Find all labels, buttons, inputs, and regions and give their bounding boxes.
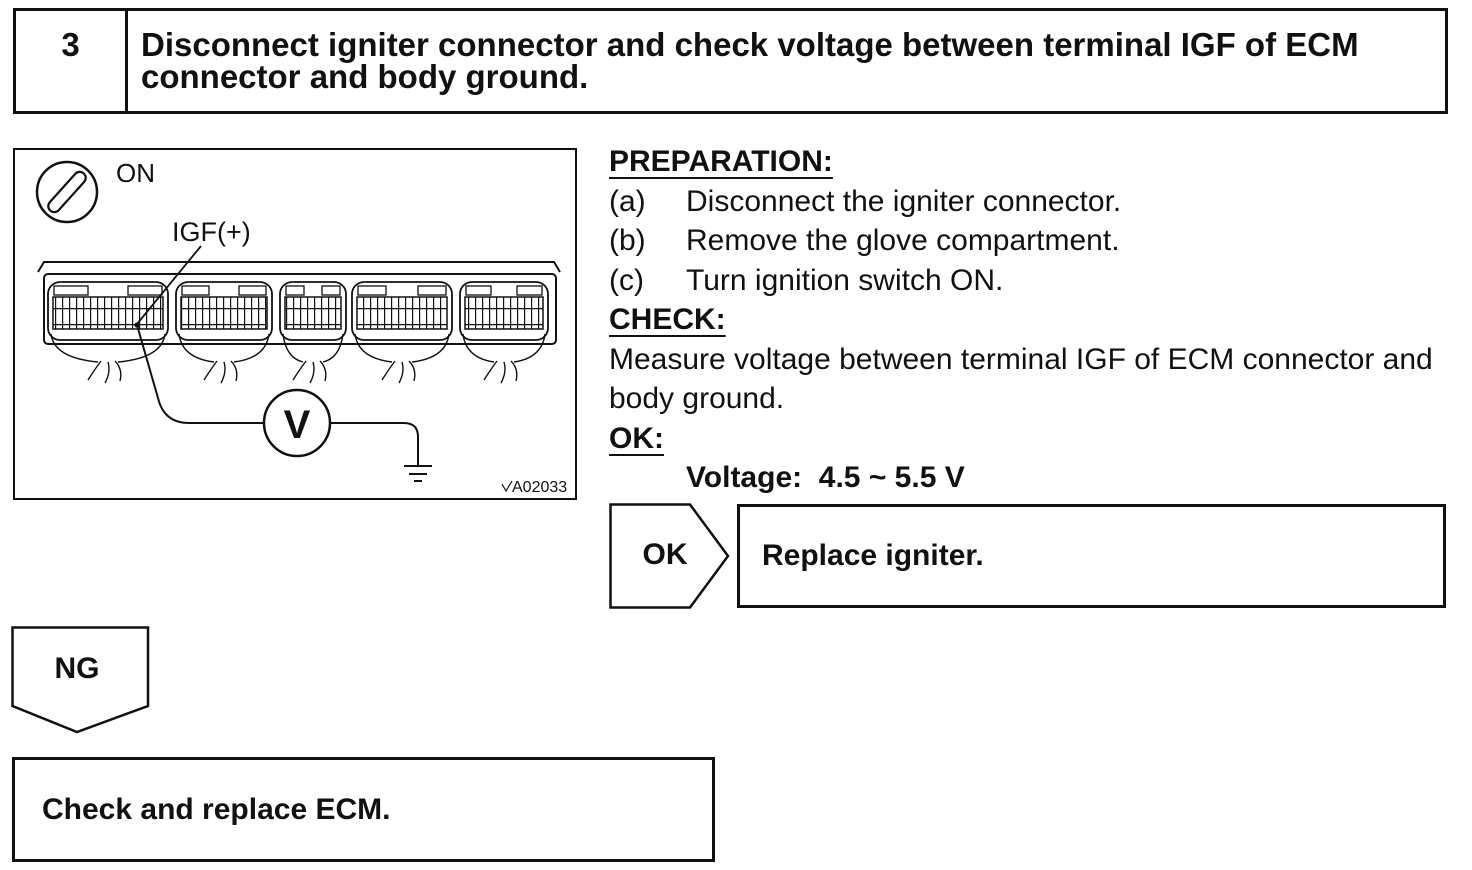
- meter-positive-lead: [136, 324, 264, 424]
- wire-harness: [462, 333, 546, 384]
- step-number: 3: [16, 11, 128, 111]
- ok-criteria-section: OK:: [609, 419, 1454, 459]
- preparation-heading: PREPARATION:: [609, 145, 833, 178]
- step-item-text: Disconnect the igniter connector.: [686, 184, 1122, 218]
- wire-harness: [354, 333, 450, 384]
- connector-block: [351, 281, 453, 384]
- pin-grid: [180, 296, 268, 330]
- key-slot: [47, 170, 87, 214]
- connector-block: [279, 281, 347, 384]
- check-instruction: Measure voltage between terminal IGF of …: [609, 342, 1433, 416]
- pin-grid: [284, 296, 342, 330]
- arrow-shape: [11, 626, 150, 734]
- arrow-shape: [609, 503, 730, 609]
- block-tab: [516, 285, 543, 296]
- pin-grid: [464, 296, 544, 330]
- ignition-key-icon: [35, 160, 99, 224]
- check-section: CHECK:: [609, 300, 1454, 340]
- figure-code: A02033: [512, 479, 567, 496]
- ok-action-text: Replace igniter.: [762, 539, 984, 572]
- ng-branch-label: NG: [54, 652, 100, 685]
- ok-criteria-heading: OK:: [609, 421, 664, 455]
- block-tab: [181, 285, 210, 296]
- step-item-text: Turn ignition switch ON.: [686, 263, 1004, 297]
- right-arrow-icon: [609, 503, 730, 609]
- step-item-label: (a): [609, 184, 646, 218]
- voltmeter-icon: [136, 324, 419, 466]
- block-outline: [175, 281, 273, 341]
- connector-housing: [43, 273, 557, 345]
- preparation-step: (b) Remove the glove compartment.: [609, 221, 1454, 261]
- ok-action-box: Replace igniter.: [737, 504, 1446, 608]
- connector-block: [175, 281, 273, 384]
- meter-symbol: V: [284, 403, 311, 447]
- block-tab: [321, 285, 341, 296]
- ok-branch-label: OK: [642, 538, 688, 571]
- key-cylinder: [35, 160, 99, 224]
- connector-cover-edge: [37, 261, 561, 273]
- figure-frame: [13, 148, 577, 500]
- pin-grid: [356, 296, 448, 330]
- block-tab: [238, 285, 267, 296]
- down-arrow-icon: [11, 626, 150, 734]
- ng-action-box: Check and replace ECM.: [12, 757, 715, 862]
- step-header: 3 Disconnect igniter connector and check…: [13, 8, 1448, 114]
- block-tab: [357, 285, 387, 296]
- preparation-section: PREPARATION:: [609, 142, 1454, 182]
- wire-harness: [178, 333, 270, 384]
- wiring-figure: ON IGF(+): [13, 148, 577, 500]
- meter-negative-lead: [330, 422, 419, 466]
- block-tab: [53, 285, 89, 296]
- ok-branch-arrow: OK: [609, 503, 731, 610]
- block-tab: [465, 285, 492, 296]
- terminal-label: IGF(+): [172, 217, 251, 247]
- ignition-position-label: ON: [116, 158, 155, 188]
- voltage-spec: Voltage: 4.5 ~ 5.5 V: [686, 461, 965, 494]
- preparation-step: (a) Disconnect the igniter connector.: [609, 182, 1454, 222]
- block-outline: [47, 281, 169, 341]
- block-tab: [285, 285, 305, 296]
- ng-branch-arrow: NG: [11, 626, 150, 735]
- wire-harness: [282, 333, 344, 384]
- connector-block: [47, 281, 169, 384]
- step-item-label: (b): [609, 224, 646, 257]
- block-outline: [351, 281, 453, 341]
- check-heading: CHECK:: [609, 303, 726, 336]
- ecm-connector-diagram: ON IGF(+): [13, 148, 577, 500]
- step-title: Disconnect igniter connector and check v…: [141, 26, 1359, 95]
- preparation-step: (c) Turn ignition switch ON.: [609, 261, 1454, 301]
- procedure-panel: PREPARATION: (a) Disconnect the igniter c…: [609, 142, 1454, 498]
- pin-grid: [52, 296, 164, 330]
- ecm-connector: [37, 261, 561, 384]
- block-tab: [127, 285, 163, 296]
- block-tab: [417, 285, 447, 296]
- step-item-text: Remove the glove compartment.: [686, 224, 1120, 257]
- connector-block: [459, 281, 549, 384]
- step-item-label: (c): [609, 263, 644, 297]
- figure-code-tick: [501, 480, 513, 493]
- wire-harness: [50, 333, 166, 384]
- terminal-leader-line: [136, 245, 202, 325]
- block-outline: [459, 281, 549, 341]
- ground-icon: [404, 465, 432, 482]
- ng-action-text: Check and replace ECM.: [42, 792, 391, 826]
- block-outline: [279, 281, 347, 341]
